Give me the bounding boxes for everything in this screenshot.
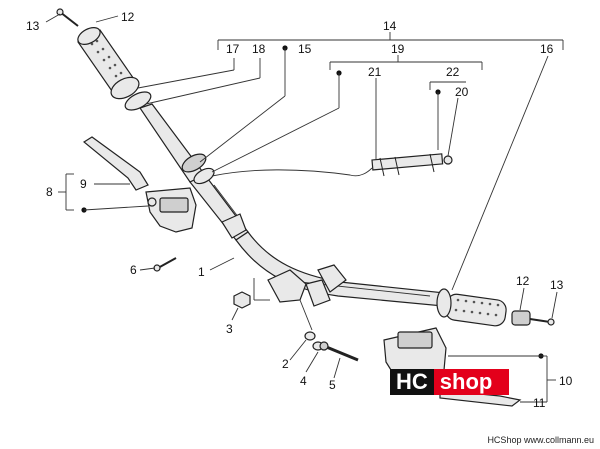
leader-lines [45, 13, 564, 403]
label-12-left: 12 [121, 10, 135, 24]
label-3: 3 [226, 322, 233, 336]
washer-and-bolt [304, 331, 359, 362]
label-12-right: 12 [516, 274, 530, 288]
label-19: 19 [391, 42, 405, 56]
label-5: 5 [329, 378, 336, 392]
label-15: 15 [298, 42, 312, 56]
label-1: 1 [198, 265, 205, 279]
label-2: 2 [282, 357, 289, 371]
part-labels: 13 12 14 17 18 15 19 16 21 22 20 9 8 6 1… [26, 10, 573, 410]
left-grip [77, 27, 152, 111]
hcshop-watermark: HC shop [390, 369, 509, 395]
label-14: 14 [383, 19, 397, 33]
label-13-right: 13 [550, 278, 564, 292]
label-11: 11 [533, 396, 546, 410]
center-clamp [267, 264, 347, 307]
left-brake-lever [82, 136, 149, 191]
label-4: 4 [300, 374, 307, 388]
left-master-cylinder [145, 187, 197, 233]
left-end-screw [56, 8, 79, 27]
label-8: 8 [46, 185, 53, 199]
label-10: 10 [559, 374, 573, 388]
label-18: 18 [252, 42, 266, 56]
switch-collar [181, 153, 215, 185]
label-22: 22 [446, 65, 460, 79]
mount-bracket [221, 213, 247, 239]
watermark-shop-text: shop [439, 369, 493, 394]
control-cable [211, 153, 453, 177]
label-17: 17 [226, 42, 240, 56]
label-16: 16 [540, 42, 554, 56]
label-20: 20 [455, 85, 469, 99]
label-6: 6 [130, 263, 137, 277]
screw-6 [153, 257, 177, 272]
footer-credit: HCShop www.collmann.eu [487, 435, 594, 445]
watermark-hc-text: HC [390, 369, 434, 395]
right-grip [436, 288, 555, 327]
label-21: 21 [368, 65, 382, 79]
nut-3 [233, 291, 251, 309]
label-9: 9 [80, 177, 87, 191]
label-13-left: 13 [26, 19, 40, 33]
